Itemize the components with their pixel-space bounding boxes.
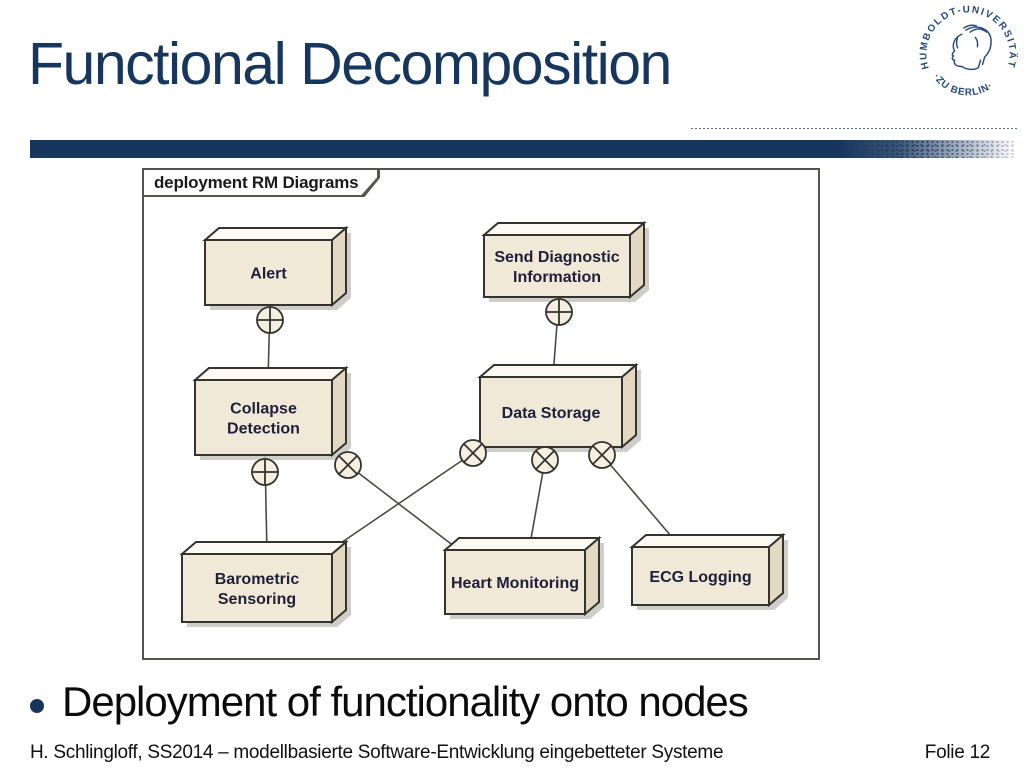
footer-page-number: Folie 12: [924, 742, 991, 763]
link-collapse-detection-to-heart-monitoring: [347, 464, 460, 551]
node-barometric-sensoring: [181, 553, 333, 623]
bullet-row: Deployment of functionality onto nodes: [30, 678, 749, 726]
seal-bottom-text: ·ZU BERLIN·: [931, 72, 995, 99]
link-data-storage-to-barometric-sensoring: [331, 452, 474, 550]
link-data-storage-to-ecg-logging: [601, 454, 672, 537]
connector-cross-stroke: [463, 443, 483, 463]
connector-cross-stroke: [338, 455, 358, 475]
node-side-face: [331, 225, 347, 308]
node-side-face: [331, 365, 347, 458]
node-send-diagnostic-information: [483, 234, 631, 298]
node-top-face: [192, 367, 349, 381]
node-side-face: [331, 539, 347, 625]
node-side-face: [768, 532, 784, 608]
node-heart-monitoring: [444, 549, 586, 615]
connector-cross-stroke: [592, 445, 612, 465]
svg-text:·ZU BERLIN·: ·ZU BERLIN·: [931, 72, 996, 99]
connector-cross-stroke: [535, 450, 555, 470]
university-seal-icon: HUMBOLDT-UNIVERSITÄT ·ZU BERLIN·: [918, 4, 1017, 99]
node-side-face: [584, 535, 600, 617]
node-top-face: [629, 534, 786, 548]
node-top-face: [202, 227, 349, 241]
node-top-face: [442, 537, 602, 551]
page-title: Functional Decomposition: [28, 31, 672, 97]
slide-footer: H. Schlingloff, SS2014 – modellbasierte …: [30, 742, 990, 764]
title-divider-bar: [30, 140, 1015, 158]
seal-portraits: [951, 24, 992, 71]
node-top-face: [179, 541, 349, 555]
divider-speckle-texture: [690, 127, 1018, 130]
bullet-text: Deployment of functionality onto nodes: [62, 678, 749, 725]
node-label-data-storage: Data Storage: [502, 405, 601, 422]
node-ecg-logging: [631, 546, 770, 606]
footer-author: H. Schlingloff, SS2014 – modellbasierte …: [30, 742, 724, 763]
diagram-frame-label: deployment RM Diagrams: [154, 172, 359, 192]
node-alert: [204, 239, 333, 306]
node-side-face: [621, 362, 637, 450]
link-data-storage-to-heart-monitoring: [528, 459, 546, 551]
node-label-ecg-logging: ECG Logging: [649, 569, 751, 586]
node-data-storage: [479, 376, 623, 448]
diagram-frame-tab: deployment RM Diagrams: [142, 168, 380, 197]
node-top-face: [477, 364, 639, 378]
node-top-face: [481, 222, 647, 236]
node-collapse-detection: [194, 379, 333, 456]
bullet-dot-icon: [30, 699, 44, 713]
node-label-alert: Alert: [250, 266, 287, 283]
seal-top-text: HUMBOLDT-UNIVERSITÄT: [918, 4, 1016, 70]
svg-text:HUMBOLDT-UNIVERSITÄT: HUMBOLDT-UNIVERSITÄT: [918, 4, 1017, 70]
node-label-heart-monitoring: Heart Monitoring: [451, 575, 579, 592]
node-side-face: [629, 220, 645, 300]
